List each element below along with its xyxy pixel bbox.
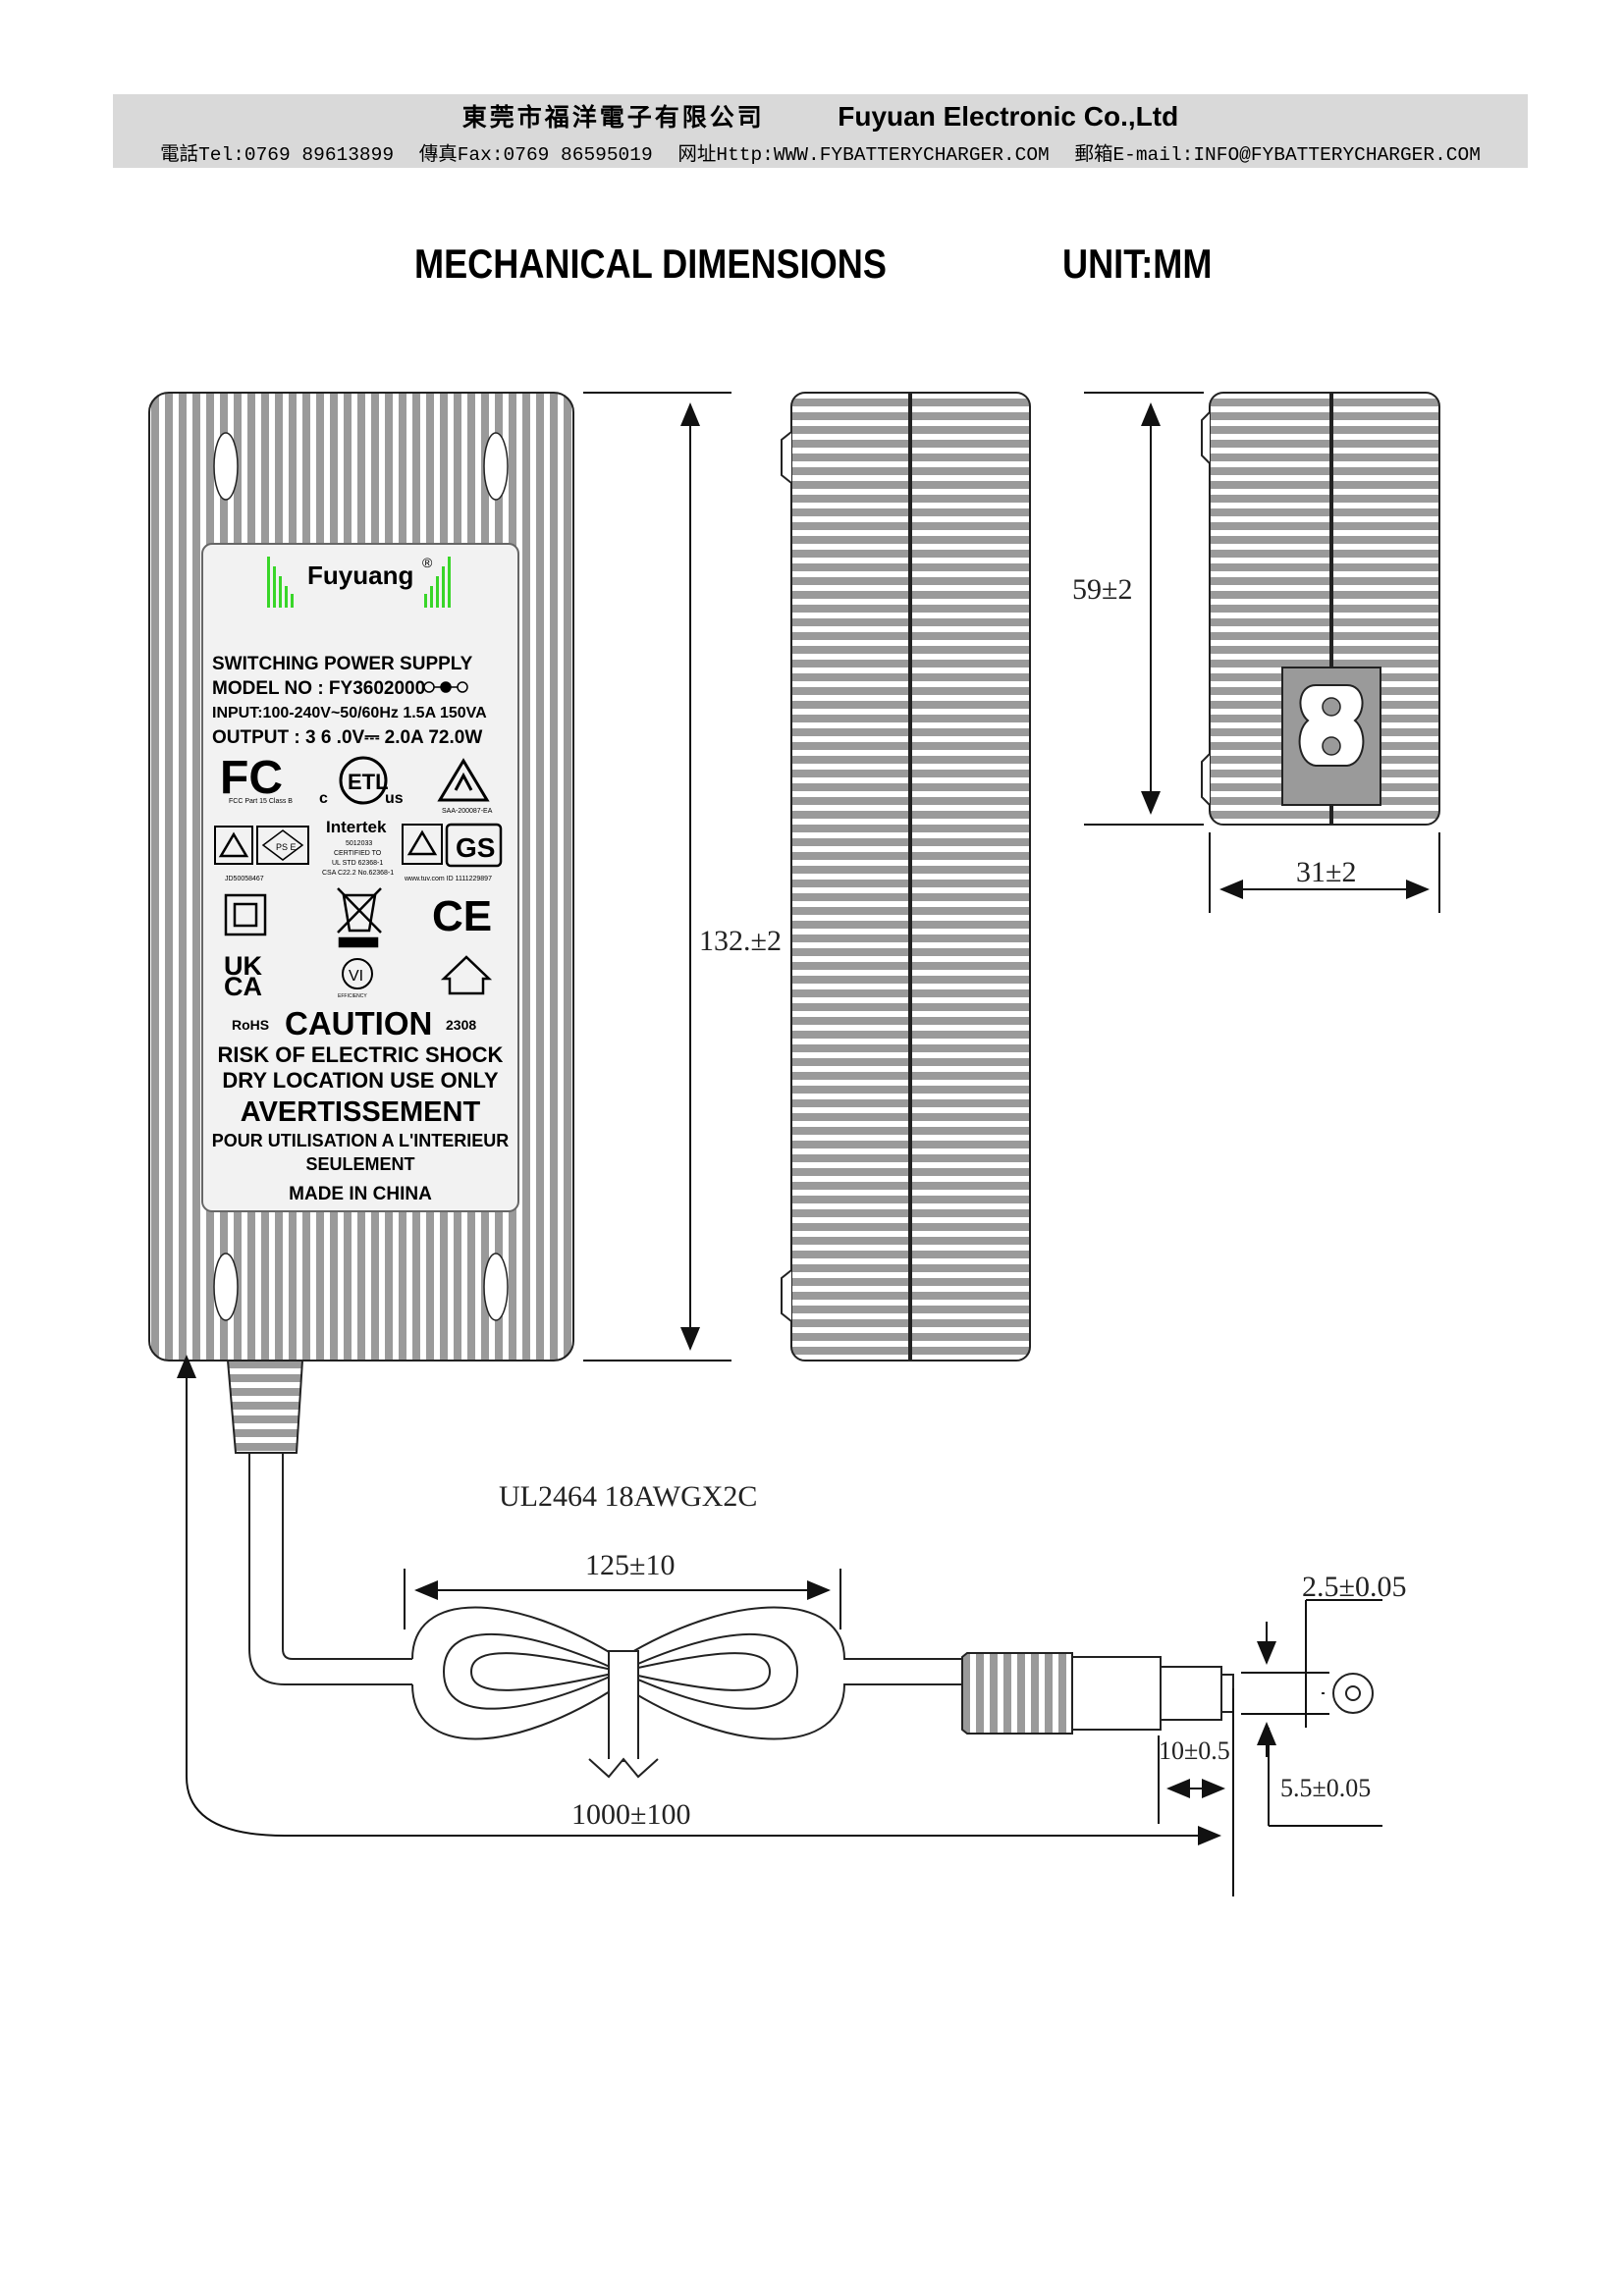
contact-web: 网址Http:WWW.FYBATTERYCHARGER.COM: [677, 144, 1050, 166]
company-name-cn: 東莞市福洋電子有限公司: [461, 103, 765, 132]
side-view: [781, 392, 1031, 1362]
c8-socket: [1298, 684, 1365, 767]
efficiency-level-icon: VI EFFICIENCY: [338, 958, 373, 999]
pin-inner-label: 2.5±0.05: [1302, 1571, 1406, 1603]
registered-mark: ®: [422, 555, 433, 570]
csa-standard: CSA C22.2 No.62368-1: [322, 870, 394, 877]
plug-length-label: 10±0.5: [1159, 1736, 1230, 1765]
rcm-icon: SAA-200087-EA: [437, 758, 493, 815]
intertek-number: 5012033: [346, 840, 372, 847]
height-dim-label: 59±2: [1072, 573, 1132, 606]
double-insulation-icon: [224, 893, 267, 936]
indoor-use-icon: [440, 955, 493, 995]
pin-diameter-dimensions: [1241, 1599, 1382, 1827]
ukca-top: UK: [224, 951, 262, 981]
tuv-gs-icon: GS www.tuv.com ID 1111229897: [402, 823, 503, 882]
svg-text:EFFICIENCY: EFFICIENCY: [338, 993, 367, 999]
svg-text:c: c: [319, 790, 328, 807]
pse-icon: PS E: [256, 826, 309, 865]
unit-label: UNIT:MM: [1062, 240, 1213, 287]
saa-rcm-icon: [214, 826, 253, 865]
end-view: [1201, 392, 1440, 826]
screw-slot-bottom-right: [483, 1253, 509, 1321]
fuyuang-logo: [267, 557, 451, 608]
fcc-icon: FC: [220, 752, 283, 804]
cable-length-dimension: [177, 1355, 1234, 1896]
height-dimension: [1084, 392, 1204, 826]
cable-type-label: UL2464 18AWGX2C: [499, 1480, 757, 1513]
pin-outer-label: 5.5±0.05: [1280, 1774, 1371, 1802]
model-number: MODEL NO : FY3602000: [212, 678, 425, 699]
made-in: MADE IN CHINA: [289, 1184, 432, 1204]
letterhead-company-row: 東莞市福洋電子有限公司 Fuyuan Electronic Co.,Ltd: [113, 98, 1528, 133]
dc-plug: [961, 1652, 1234, 1735]
fcc-caption: FCC Part 15 Class B: [229, 798, 293, 805]
front-view: Fuyuang ® SWITCHING POWER SUPPLY MODEL N…: [148, 392, 574, 1454]
screw-slot-top-left: [213, 432, 239, 501]
screw-slot-top-right: [483, 432, 509, 501]
date-code: 2308: [446, 1017, 476, 1033]
contact-fax: 傳真Fax:0769 86595019: [418, 144, 653, 166]
plug-length-dimension: [1158, 1735, 1225, 1824]
svg-text:VI: VI: [349, 968, 363, 985]
letterhead: 東莞市福洋電子有限公司 Fuyuan Electronic Co.,Ltd 電話…: [113, 94, 1528, 168]
output-rating: OUTPUT : 3 6 .0V⎓ 2.0A 72.0W: [212, 727, 482, 748]
product-type: SWITCHING POWER SUPPLY: [212, 654, 473, 674]
ukca-bottom: CA: [224, 972, 262, 1001]
strain-relief: [226, 1360, 304, 1454]
product-label: [201, 543, 519, 1212]
input-rating: INPUT:100-240V~50/60Hz 1.5A 150VA: [212, 705, 487, 721]
polarity-icon: [423, 681, 468, 693]
length-dim-label: 132.±2: [699, 925, 782, 957]
avertissement-heading: AVERTISSEMENT: [241, 1096, 481, 1128]
svg-text:GS: GS: [456, 832, 495, 863]
french-warning-2: SEULEMENT: [305, 1154, 414, 1174]
coil-dim-label: 125±10: [585, 1549, 675, 1581]
svg-text:www.tuv.com ID 1111229897: www.tuv.com ID 1111229897: [404, 876, 492, 882]
contact-tel: 電話Tel:0769 89613899: [160, 144, 395, 166]
risk-warning: RISK OF ELECTRIC SHOCK: [218, 1042, 504, 1067]
cable-tie: [588, 1650, 659, 1779]
width-dimension: [1209, 832, 1440, 913]
dry-location-warning: DRY LOCATION USE ONLY: [222, 1068, 498, 1093]
js-number: JD50058467: [225, 876, 264, 882]
screw-slot-bottom-left: [213, 1253, 239, 1321]
svg-text:us: us: [385, 790, 404, 807]
certified-to: CERTIFIED TO: [334, 850, 382, 857]
brand-name: Fuyuang: [307, 561, 413, 590]
svg-text:SAA-200087-EA: SAA-200087-EA: [442, 808, 493, 815]
coil-dimension: [404, 1569, 841, 1629]
svg-text:ETL: ETL: [348, 770, 389, 794]
page-title: MECHANICAL DIMENSIONS: [414, 240, 887, 287]
french-warning: POUR UTILISATION A L'INTERIEUR: [212, 1131, 510, 1150]
plug-end-icon: [1322, 1673, 1374, 1714]
caution-heading: CAUTION: [285, 1005, 432, 1041]
company-name-en: Fuyuan Electronic Co.,Ltd: [838, 101, 1179, 132]
ce-mark: CE: [432, 892, 492, 940]
letterhead-contact-row: 電話Tel:0769 89613899 傳真Fax:0769 86595019 …: [113, 137, 1528, 166]
width-dim-label: 31±2: [1296, 856, 1356, 888]
cable-length-label: 1000±100: [571, 1798, 690, 1831]
etl-icon: ETL c us: [319, 756, 404, 807]
length-dimension: [583, 392, 731, 1362]
contact-email: 郵箱E-mail:INFO@FYBATTERYCHARGER.COM: [1074, 144, 1481, 166]
ul-standard: UL STD 62368-1: [332, 860, 383, 867]
weee-bin-icon: [337, 887, 382, 948]
svg-text:PS E: PS E: [276, 842, 297, 852]
rohs-mark: RoHS: [232, 1017, 269, 1033]
intertek-mark: Intertek: [326, 818, 387, 836]
